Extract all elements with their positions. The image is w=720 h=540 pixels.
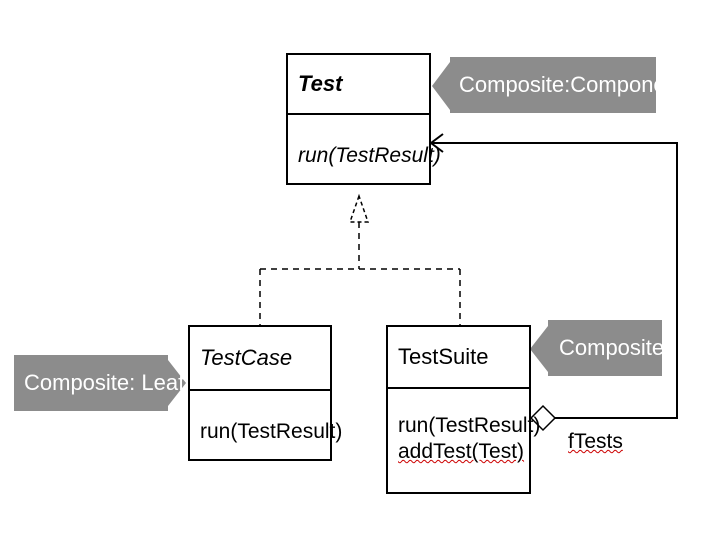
operation: run(TestResult) <box>298 144 441 167</box>
class-test-operations: run(TestResult) <box>288 115 441 169</box>
operation: run(TestResult) <box>200 420 343 443</box>
class-testcase-operations: run(TestResult) <box>190 391 343 445</box>
class-testsuite-operations: run(TestResult) addTest(Test) <box>388 389 541 465</box>
association-role-label: fTests <box>568 430 623 453</box>
operation: addTest(Test) <box>398 440 525 463</box>
callout-component: Composite:Component <box>450 57 684 113</box>
composite-callout-pointer <box>530 326 548 372</box>
class-testsuite: TestSuite run(TestResult) addTest(Test) <box>386 325 541 494</box>
operation: run(TestResult) <box>398 414 541 437</box>
class-testcase-name: TestCase <box>190 327 330 391</box>
component-callout-pointer <box>432 62 450 110</box>
class-test-name: Test <box>288 55 429 115</box>
realization-arrowhead <box>348 193 370 223</box>
realization-connector <box>259 222 461 325</box>
callout-composite: Composite <box>548 320 664 376</box>
leaf-callout-pointer <box>168 360 186 406</box>
aggregation-diamond <box>529 404 557 432</box>
class-test: Test run(TestResult) <box>286 53 441 185</box>
callout-leaf: Composite: Leaf <box>14 355 184 411</box>
class-testsuite-name: TestSuite <box>388 327 529 389</box>
class-testcase: TestCase run(TestResult) <box>188 325 343 461</box>
aggregation-connector <box>429 133 678 419</box>
